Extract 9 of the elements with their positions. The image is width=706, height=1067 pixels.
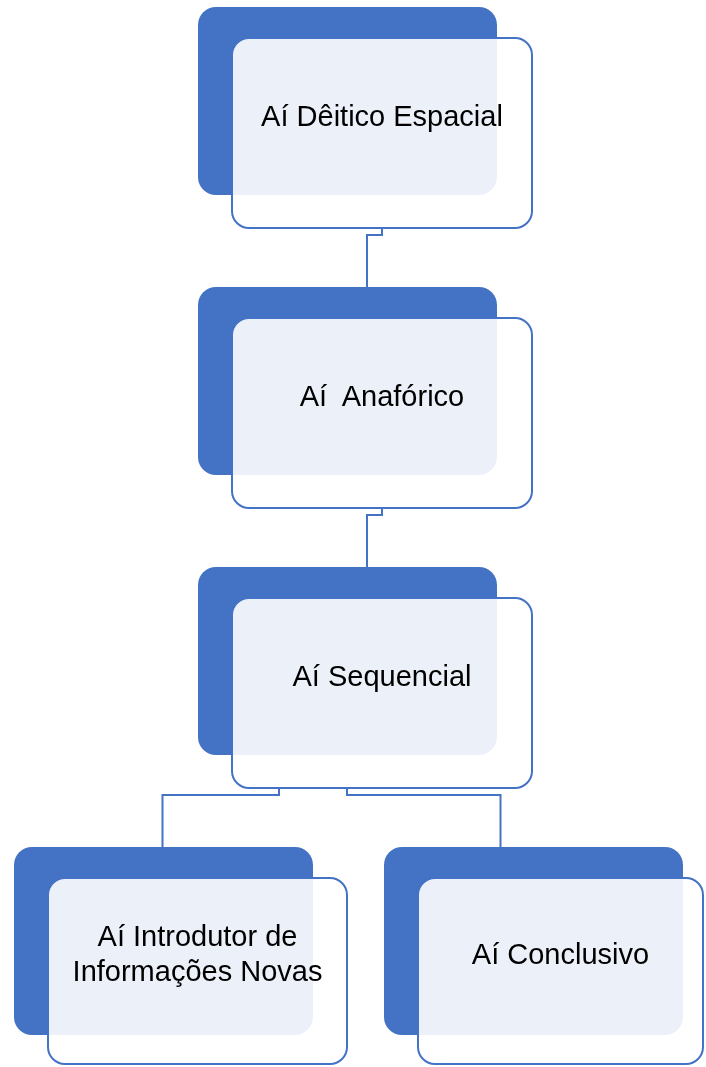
node-label: Aí Dêitico Espacial bbox=[261, 98, 503, 134]
connector-line bbox=[346, 788, 502, 848]
connector-line bbox=[366, 508, 383, 568]
connector-line bbox=[161, 788, 280, 848]
node-label: Aí Conclusivo bbox=[471, 936, 650, 972]
connector-line bbox=[366, 228, 383, 288]
node-label: Aí Introdutor de Informações Novas bbox=[71, 919, 324, 989]
node-label: Aí Sequencial bbox=[292, 658, 472, 694]
node-label: Aí Anafórico bbox=[299, 378, 465, 414]
